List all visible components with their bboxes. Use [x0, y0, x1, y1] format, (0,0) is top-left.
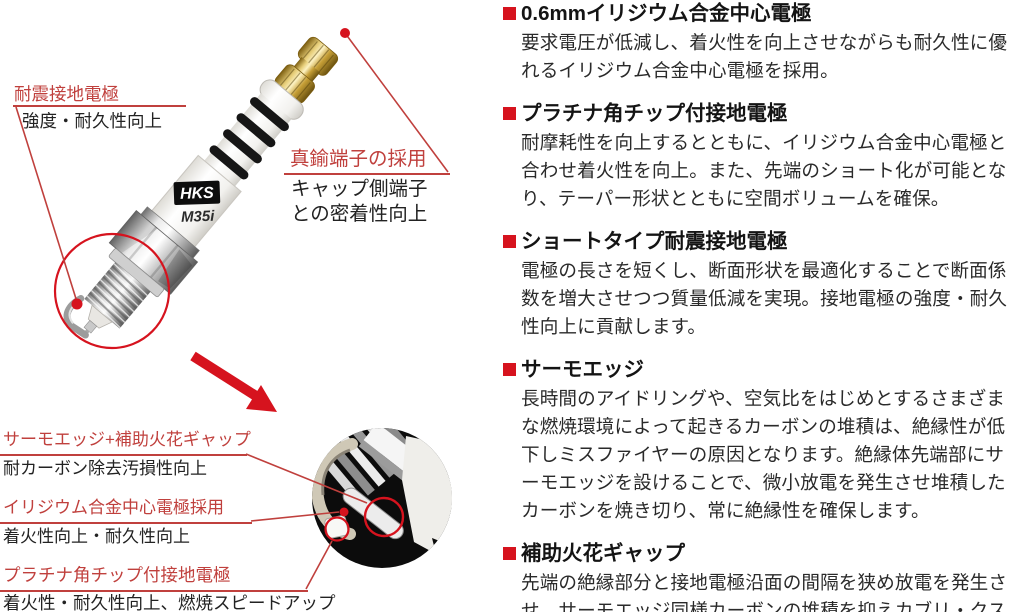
callout-desc-line: との密着性向上 [291, 203, 428, 226]
feature-body: 耐摩耗性を向上するとともに、イリジウム合金中心電極と合わせ着火性を向上。また、先… [521, 132, 1007, 209]
feature-body: 先端の絶縁部分と接地電極沿面の間隔を狭め放電を発生させ、サーモエッジ同様カーボン… [521, 572, 1008, 612]
feature-title: サーモエッジ [503, 357, 1017, 382]
feature-item-aux-spark-gap: 補助火花ギャップ 先端の絶縁部分と接地電極沿面の間隔を狭め放電を発生させ、サーモ… [503, 541, 1017, 612]
feature-title: 補助火花ギャップ [503, 541, 1017, 566]
highlight-circle-aux-gap [363, 496, 405, 538]
callout-desc-line: キャップ側端子 [291, 178, 428, 200]
feature-title: 0.6mmイリジウム合金中心電極 [503, 1, 1017, 26]
bullet-icon [503, 7, 516, 20]
thread [84, 262, 151, 329]
model-text: M35i [181, 208, 216, 226]
brand-logo: HKS M35i [173, 180, 221, 226]
insulator-body: HKS M35i [151, 154, 242, 248]
magnified-center-electrode [342, 487, 404, 540]
magnifier-callout-lines [245, 453, 368, 590]
callout-title-platinum-chip: プラチナ角チップ付接地電極 [3, 565, 231, 585]
arrow-icon [190, 351, 277, 412]
feature-title-text: ショートタイプ耐震接地電極 [521, 230, 788, 253]
callout-desc-vibration-electrode: 強度・耐久性向上 [22, 111, 162, 131]
magnified-thermo-edge-serration [402, 436, 452, 554]
feature-body: 長時間のアイドリングや、空気比をはじめとするさまざまな燃焼環境によって起きるカー… [521, 388, 1006, 521]
brand-logo-text: HKS [180, 185, 215, 203]
bullet-icon [503, 235, 516, 248]
marker-dot-terminal [340, 28, 350, 38]
feature-item-iridium-center: 0.6mmイリジウム合金中心電極 要求電圧が低減し、着火性を向上させながらも耐久… [503, 1, 1017, 85]
feature-body: 電極の長さを短くし、断面形状を最適化することで断面係数を増大させつつ質量低減を実… [521, 260, 1008, 337]
callout-desc-thermo-edge-gap: 耐カーボン除去汚損性向上 [3, 459, 207, 478]
feature-title-text: 0.6mmイリジウム合金中心電極 [521, 2, 812, 25]
feature-title-text: プラチナ角チップ付接地電極 [521, 102, 788, 125]
terminal [274, 36, 339, 104]
callout-underlines [0, 105, 450, 592]
callout-desc-brass-terminal: キャップ側端子 との密着性向上 [291, 177, 428, 228]
tip-highlight-circle [53, 232, 171, 350]
feature-title: ショートタイプ耐震接地電極 [503, 229, 1017, 254]
callout-desc-platinum-chip: 着火性・耐久性向上、燃焼スピードアップ [3, 593, 336, 612]
feature-item-platinum-chip: プラチナ角チップ付接地電極 耐摩耗性を向上するとともに、イリジウム合金中心電極と… [503, 101, 1017, 213]
feature-list: 0.6mmイリジウム合金中心電極 要求電圧が低減し、着火性を向上させながらも耐久… [503, 1, 1017, 612]
callout-line-brass [344, 32, 449, 173]
marker-dot-iridium [339, 507, 349, 517]
feature-item-short-ground: ショートタイプ耐震接地電極 電極の長さを短くし、断面形状を最適化することで断面係… [503, 229, 1017, 341]
feature-title: プラチナ角チップ付接地電極 [503, 101, 1017, 126]
bullet-icon [503, 107, 516, 120]
feature-item-thermo-edge: サーモエッジ 長時間のアイドリングや、空気比をはじめとするさまざまな燃焼環境によ… [503, 357, 1017, 525]
callout-title-iridium-electrode: イリジウム合金中心電極採用 [3, 498, 224, 517]
callout-line-vibration [15, 106, 78, 303]
callout-title-brass-terminal: 真鍮端子の採用 [290, 148, 427, 170]
bullet-icon [503, 363, 516, 376]
marker-dot-ground-electrode [71, 298, 83, 310]
magnifier-view [312, 428, 452, 568]
callout-title-vibration-electrode: 耐震接地電極 [14, 84, 119, 104]
spark-plug: HKS M35i [63, 36, 339, 339]
callout-desc-iridium-electrode: 着火性向上・耐久性向上 [3, 527, 190, 546]
feature-title-text: 補助火花ギャップ [521, 542, 685, 565]
bullet-icon [503, 547, 516, 560]
highlight-circle-platinum-chip [324, 516, 350, 542]
insulator-ribs [203, 93, 292, 188]
feature-title-text: サーモエッジ [521, 358, 644, 381]
feature-body: 要求電圧が低減し、着火性を向上させながらも耐久性に優れるイリジウム合金中心電極を… [521, 32, 1008, 81]
callout-title-thermo-edge-gap: サーモエッジ+補助火花ギャップ [3, 430, 251, 449]
